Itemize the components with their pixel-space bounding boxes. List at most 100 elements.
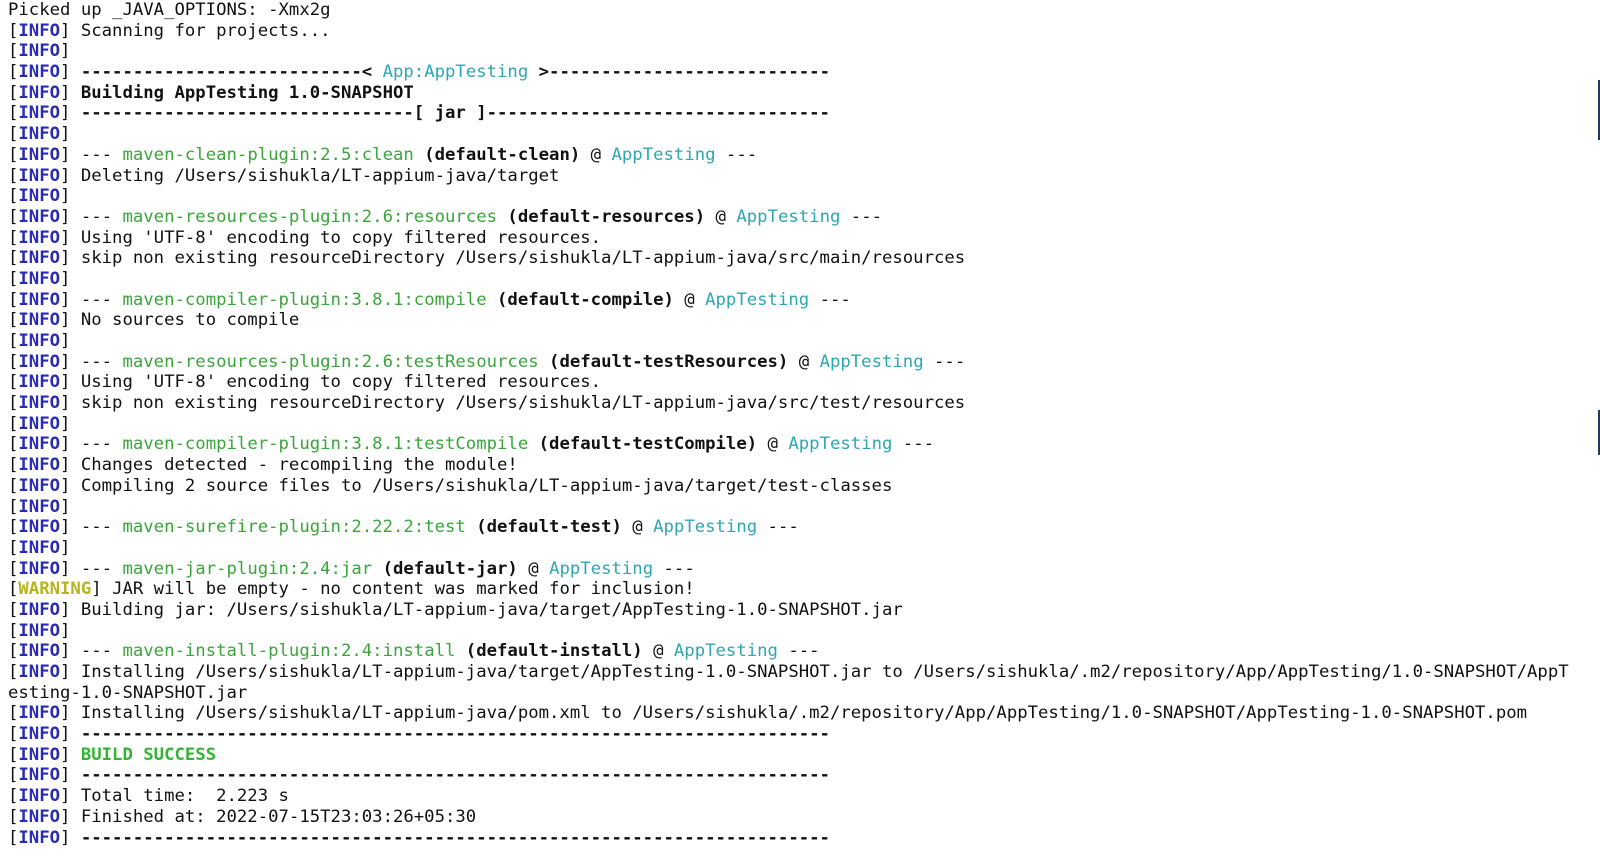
log-level-info: INFO	[18, 165, 61, 186]
log-text: @	[705, 206, 737, 227]
log-text: ---	[715, 144, 758, 165]
log-text: @	[580, 144, 612, 165]
log-bracket: [	[8, 248, 19, 269]
log-bracket: [	[8, 599, 19, 620]
log-bracket: ]	[60, 41, 71, 62]
log-line: [INFO]	[8, 414, 1593, 435]
log-bracket: [	[8, 310, 19, 331]
log-bracket: [	[8, 620, 19, 641]
plugin-name: maven-compiler-plugin:3.8.1:compile	[122, 289, 487, 310]
log-line: [INFO] Deleting /Users/sishukla/LT-appiu…	[8, 166, 1593, 187]
log-bracket: ]	[60, 786, 81, 807]
log-line: [WARNING] JAR will be empty - no content…	[8, 579, 1593, 600]
log-line: [INFO]	[8, 538, 1593, 559]
log-level-info: INFO	[18, 103, 61, 124]
log-line: [INFO] Using 'UTF-8' encoding to copy fi…	[8, 228, 1593, 249]
log-bracket: [	[8, 331, 19, 351]
log-level-info: INFO	[18, 703, 61, 724]
log-level-info: INFO	[18, 537, 61, 558]
plugin-name: maven-surefire-plugin:2.22.2:test	[122, 517, 466, 538]
scrollbar[interactable]	[1594, 0, 1600, 864]
log-level-info: INFO	[18, 372, 61, 393]
plugin-name: maven-install-plugin:2.4:install	[122, 641, 456, 662]
log-text: ---	[80, 351, 123, 372]
log-level-info: INFO	[18, 227, 61, 248]
log-line: [INFO] Compiling 2 source files to /User…	[8, 476, 1593, 497]
project-name: AppTesting	[673, 641, 778, 662]
log-bracket: ]	[60, 82, 81, 103]
log-line: [INFO] --- maven-clean-plugin:2.5:clean …	[8, 145, 1593, 166]
log-line: [INFO] --- maven-surefire-plugin:2.22.2:…	[8, 517, 1593, 538]
log-text: No sources to compile	[80, 310, 300, 331]
log-level-info: INFO	[18, 827, 61, 848]
log-line: [INFO] --- maven-jar-plugin:2.4:jar (def…	[8, 559, 1593, 580]
log-line: [INFO] skip non existing resourceDirecto…	[8, 248, 1593, 269]
log-bracket: ]	[60, 268, 71, 289]
log-line: [INFO] ---------------------------< App:…	[8, 62, 1593, 83]
log-text: Scanning for projects...	[80, 20, 331, 41]
log-bracket: ]	[60, 475, 81, 496]
log-text: ---	[923, 351, 966, 372]
log-bracket: [	[8, 144, 19, 165]
log-bracket: [	[8, 124, 19, 145]
log-line: [INFO] ---------------------------------…	[8, 724, 1593, 745]
log-line: [INFO] ---------------------------------…	[8, 828, 1593, 849]
log-text-bold: ----------------------------------------…	[80, 724, 830, 745]
log-line: [INFO] --- maven-install-plugin:2.4:inst…	[8, 641, 1593, 662]
project-name: AppTesting	[549, 558, 654, 579]
log-level-info: INFO	[18, 186, 61, 207]
log-line: [INFO]	[8, 621, 1593, 642]
log-line: [INFO] Building AppTesting 1.0-SNAPSHOT	[8, 83, 1593, 104]
log-bracket: [	[8, 62, 19, 83]
log-bracket: [	[8, 351, 19, 372]
log-text: Using 'UTF-8' encoding to copy filtered …	[80, 372, 602, 393]
log-line: [INFO]	[8, 497, 1593, 518]
scroll-marker-bottom	[1598, 410, 1600, 455]
log-bracket: [	[8, 537, 19, 558]
plugin-name: maven-clean-plugin:2.5:clean	[122, 144, 414, 165]
log-bracket: [	[8, 20, 19, 41]
log-level-info: INFO	[18, 599, 61, 620]
terminal-output: Picked up _JAVA_OPTIONS: -Xmx2g[INFO] Sc…	[8, 0, 1593, 848]
log-line: [INFO] --- maven-compiler-plugin:3.8.1:t…	[8, 434, 1593, 455]
log-text-bold: (default-test)	[465, 517, 622, 538]
log-level-info: INFO	[18, 455, 61, 476]
log-bracket: [	[8, 227, 19, 248]
log-bracket: ]	[60, 724, 81, 745]
log-bracket: ]	[60, 806, 81, 827]
log-text-bold: (default-compile)	[486, 289, 674, 310]
log-level-info: INFO	[18, 620, 61, 641]
log-bracket: ]	[60, 186, 71, 207]
log-bracket: ]	[60, 517, 81, 538]
log-bracket: [	[8, 206, 19, 227]
log-bracket: ]	[60, 310, 81, 331]
log-bracket: ]	[60, 765, 81, 786]
log-line: [INFO]	[8, 269, 1593, 290]
log-bracket: ]	[60, 393, 81, 414]
log-text: @	[517, 558, 550, 579]
log-line: [INFO] Installing /Users/sishukla/LT-app…	[8, 662, 1593, 683]
log-bracket: [	[8, 82, 19, 103]
log-bracket: [	[8, 806, 19, 827]
log-text: @	[757, 434, 789, 455]
project-name: AppTesting	[653, 517, 758, 538]
build-success-text: BUILD SUCCESS	[80, 744, 217, 765]
log-level-info: INFO	[18, 496, 61, 517]
plugin-name: maven-jar-plugin:2.4:jar	[122, 558, 373, 579]
log-level-info: INFO	[18, 144, 61, 165]
scroll-marker-top	[1598, 80, 1600, 140]
log-line: [INFO] Installing /Users/sishukla/LT-app…	[8, 703, 1593, 724]
log-text-bold: ----------------------------------------…	[80, 765, 830, 786]
log-bracket: ]	[60, 620, 71, 641]
log-bracket: [	[8, 662, 19, 682]
log-line: [INFO] Changes detected - recompiling th…	[8, 455, 1593, 476]
log-text: @	[642, 641, 674, 662]
log-bracket: ]	[60, 20, 81, 41]
log-level-info: INFO	[18, 806, 61, 827]
log-bracket: ]	[60, 558, 81, 579]
log-bracket: ]	[60, 144, 81, 165]
log-text-bold: (default-resources)	[497, 206, 706, 227]
log-line: [INFO] No sources to compile	[8, 310, 1593, 331]
log-level-info: INFO	[18, 662, 61, 682]
